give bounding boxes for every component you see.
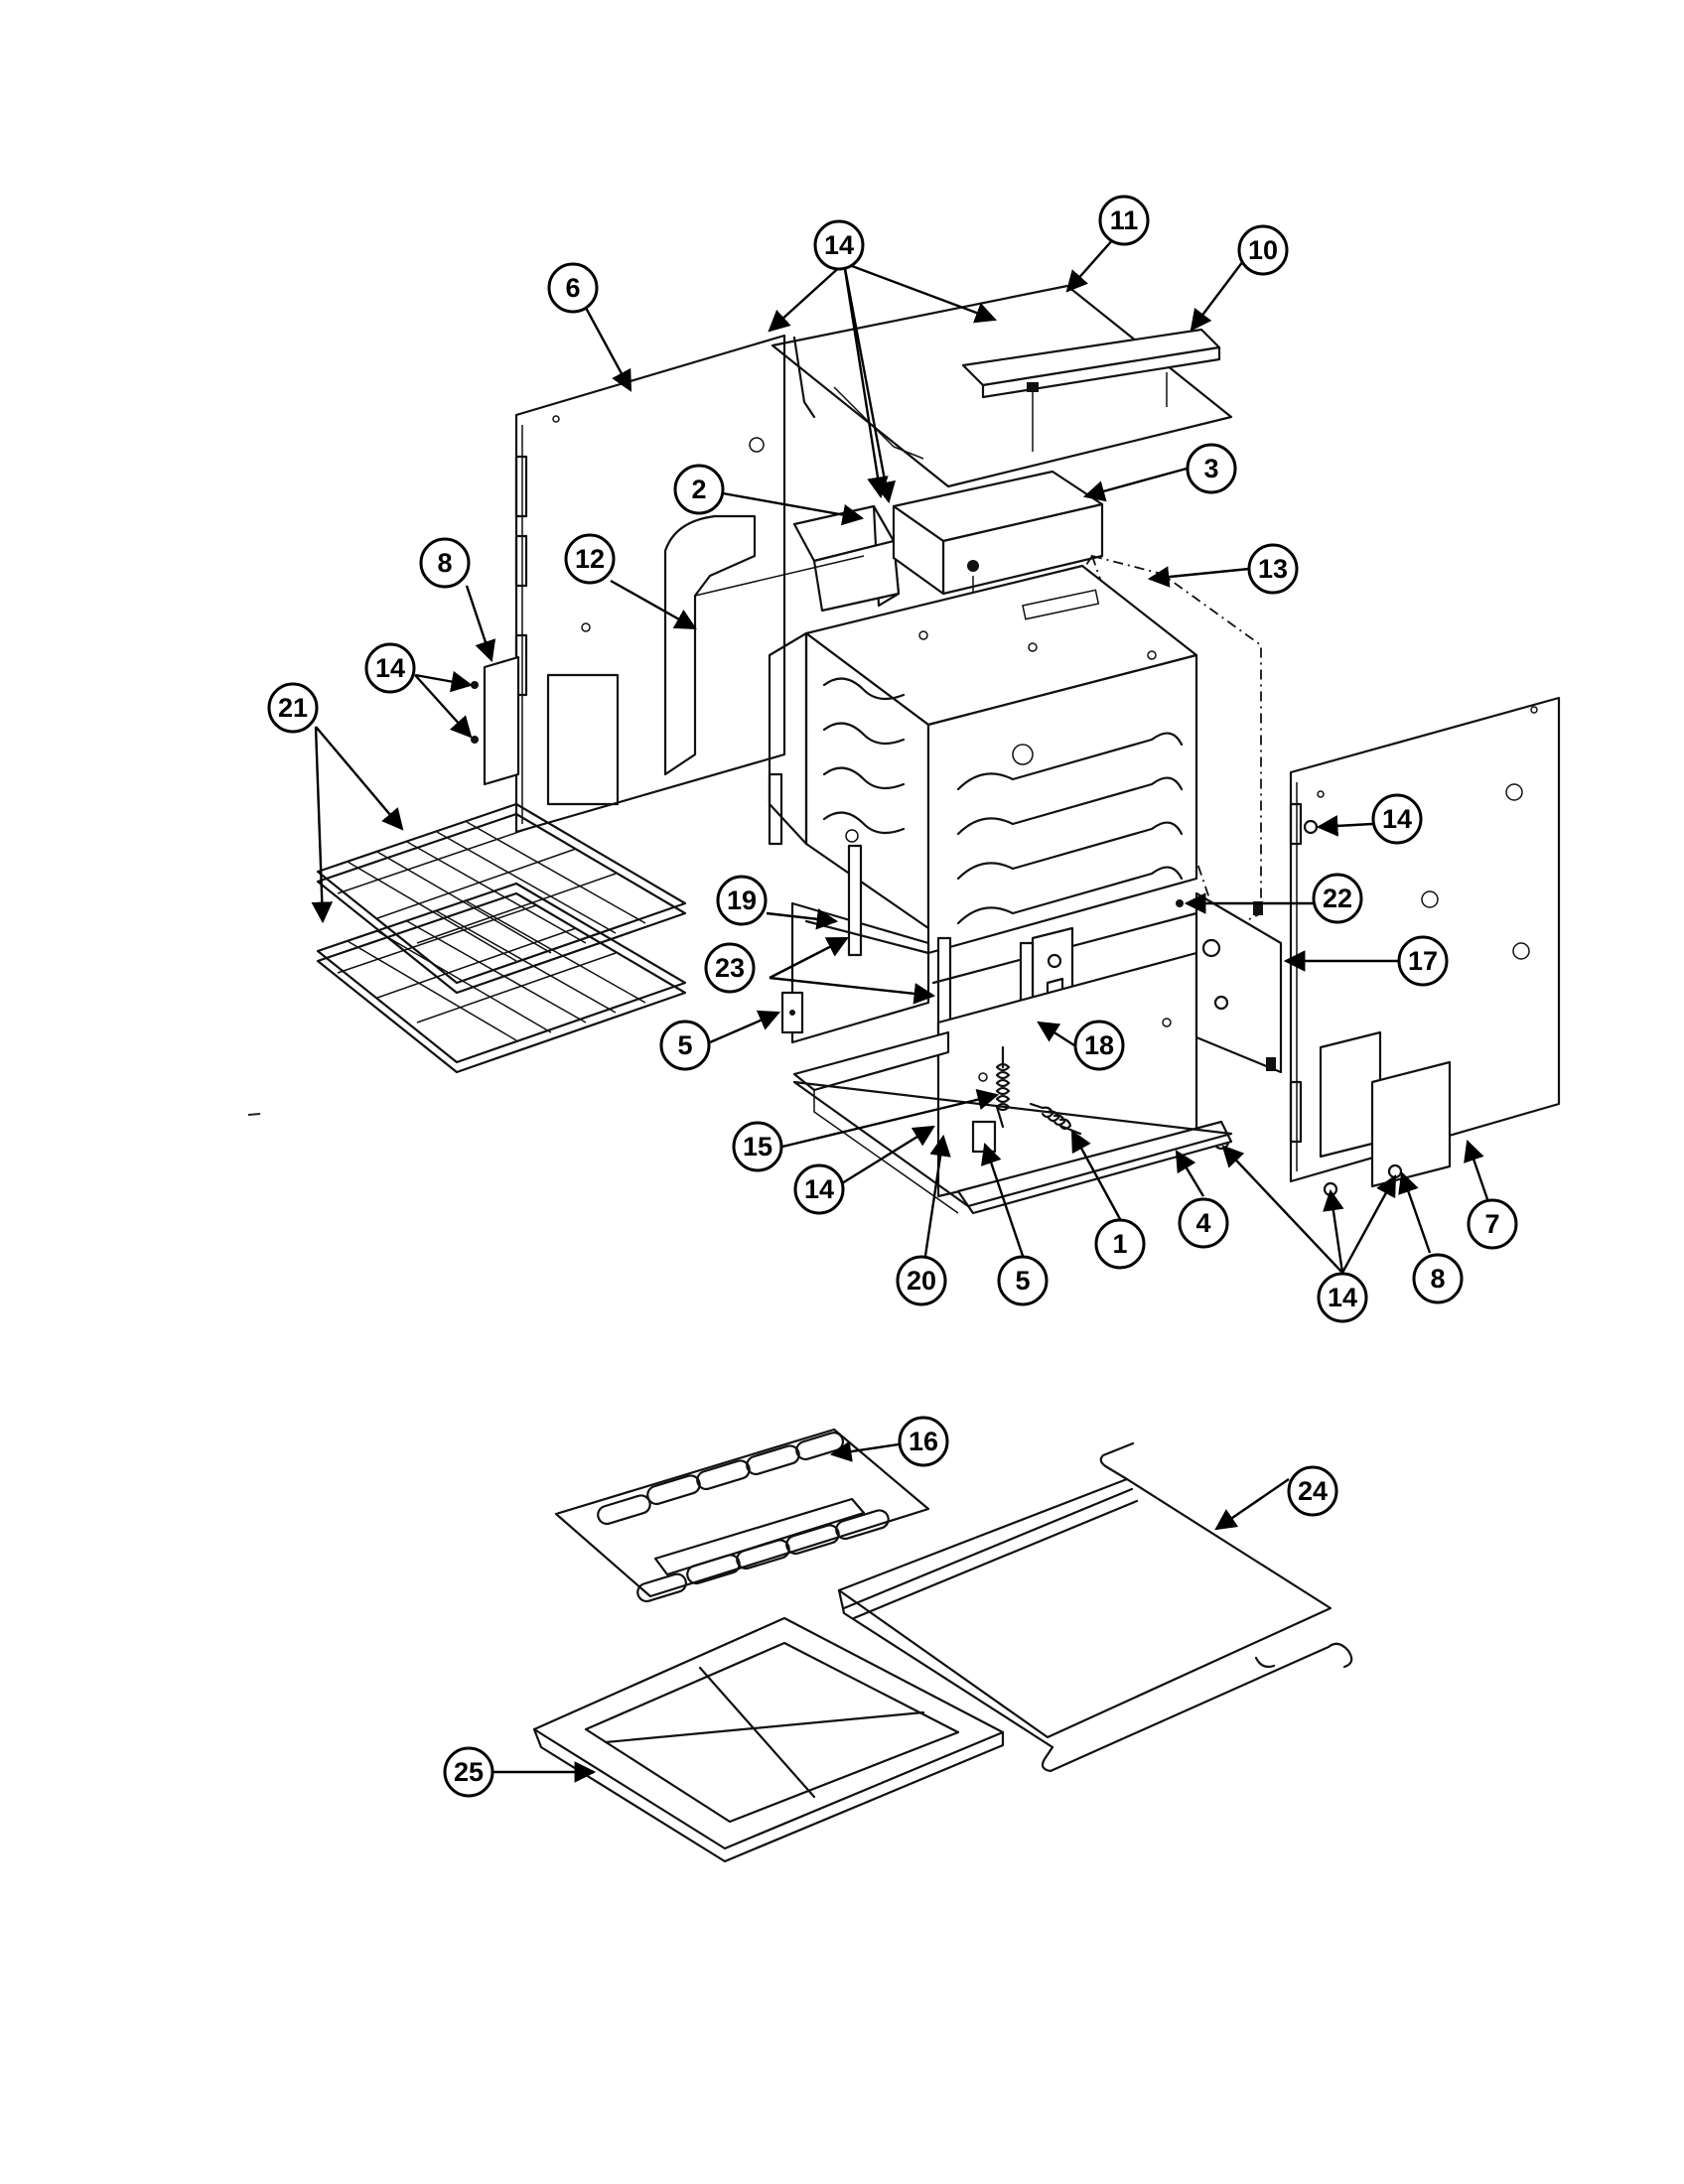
part-broiler-pan bbox=[532, 1616, 1005, 1863]
callout-5-left-label: 5 bbox=[677, 1030, 692, 1060]
callout-10: 10 bbox=[1237, 224, 1289, 276]
callout-15: 15 bbox=[732, 1121, 783, 1172]
callout-11-label: 11 bbox=[1110, 205, 1139, 235]
part-electrical-box bbox=[892, 470, 1104, 675]
callout-14-bottom-right: 14 bbox=[1317, 1272, 1368, 1323]
part-sliding-rack bbox=[837, 1441, 1353, 1773]
callout-18-label: 18 bbox=[1084, 1030, 1114, 1060]
callout-21-label: 21 bbox=[278, 693, 308, 723]
callout-4-label: 4 bbox=[1195, 1208, 1210, 1238]
callout-19-label: 19 bbox=[727, 886, 757, 915]
callout-7-label: 7 bbox=[1484, 1209, 1499, 1239]
callout-2: 2 bbox=[673, 464, 725, 515]
callout-24-label: 24 bbox=[1298, 1476, 1328, 1506]
part-oven-liner-wrap bbox=[663, 514, 865, 776]
callout-22-label: 22 bbox=[1323, 884, 1352, 913]
callout-11: 11 bbox=[1098, 195, 1150, 246]
callout-16-label: 16 bbox=[909, 1427, 938, 1456]
callout-14-right-label: 14 bbox=[1382, 804, 1412, 834]
part-oven-racks bbox=[316, 802, 687, 1074]
callout-6-label: 6 bbox=[565, 273, 580, 303]
callout-21: 21 bbox=[267, 682, 319, 734]
callout-20: 20 bbox=[896, 1255, 947, 1306]
callout-1-label: 1 bbox=[1112, 1229, 1127, 1259]
part-bottom-tray bbox=[792, 1030, 1233, 1215]
callout-24: 24 bbox=[1287, 1465, 1338, 1517]
part-small-plate-left bbox=[471, 655, 520, 786]
callout-6: 6 bbox=[547, 262, 599, 314]
callout-20-label: 20 bbox=[907, 1266, 936, 1296]
callout-12-label: 12 bbox=[575, 544, 605, 574]
callout-1: 1 bbox=[1094, 1218, 1146, 1270]
callout-5-left: 5 bbox=[659, 1020, 711, 1071]
callout-23-label: 23 bbox=[715, 953, 745, 983]
callout-3-label: 3 bbox=[1203, 454, 1218, 483]
callout-7: 7 bbox=[1467, 1198, 1518, 1250]
callout-14-left-label: 14 bbox=[375, 653, 405, 683]
callout-19: 19 bbox=[716, 875, 768, 926]
callout-14-bottom-right-label: 14 bbox=[1328, 1283, 1357, 1312]
callout-12: 12 bbox=[564, 533, 616, 585]
callout-5-center-label: 5 bbox=[1015, 1266, 1030, 1296]
callout-13-label: 13 bbox=[1258, 554, 1288, 584]
callout-17: 17 bbox=[1397, 935, 1449, 987]
callout-3: 3 bbox=[1186, 443, 1237, 494]
part-oven-cavity bbox=[768, 564, 1198, 955]
callout-17-label: 17 bbox=[1408, 946, 1438, 976]
scan-mark bbox=[247, 1113, 261, 1116]
callout-16: 16 bbox=[898, 1416, 949, 1467]
callout-25: 25 bbox=[443, 1746, 494, 1798]
callout-14-right: 14 bbox=[1371, 793, 1423, 845]
callout-25-label: 25 bbox=[454, 1757, 484, 1787]
callout-10-label: 10 bbox=[1248, 235, 1278, 265]
callout-8-left-label: 8 bbox=[437, 548, 452, 578]
callout-18: 18 bbox=[1073, 1020, 1125, 1071]
callout-23: 23 bbox=[704, 942, 756, 994]
callout-8-left: 8 bbox=[419, 537, 471, 589]
part-trim-strip bbox=[961, 328, 1221, 452]
part-duct-bracket bbox=[792, 504, 901, 613]
part-broiler-grid bbox=[554, 1428, 930, 1603]
callout-14-center-label: 14 bbox=[804, 1174, 834, 1204]
callout-14-left: 14 bbox=[364, 642, 416, 694]
callout-2-label: 2 bbox=[691, 475, 706, 504]
part-hinge-mount-right bbox=[1176, 891, 1283, 1151]
callout-5-center: 5 bbox=[997, 1255, 1049, 1306]
leader-lines bbox=[311, 237, 1489, 1783]
part-small-plate-right bbox=[1323, 1060, 1452, 1197]
callout-8-right-label: 8 bbox=[1430, 1264, 1445, 1294]
callout-14-center: 14 bbox=[793, 1163, 845, 1215]
part-top-panel bbox=[771, 284, 1233, 488]
callout-15-label: 15 bbox=[743, 1132, 772, 1161]
callout-8-right: 8 bbox=[1412, 1253, 1464, 1304]
callout-4: 4 bbox=[1178, 1197, 1229, 1249]
callout-14-top-label: 14 bbox=[824, 230, 854, 260]
callout-22: 22 bbox=[1312, 873, 1363, 924]
callout-13: 13 bbox=[1247, 543, 1299, 595]
part-small-bracket-left bbox=[780, 991, 804, 1034]
callout-14-top: 14 bbox=[813, 219, 865, 271]
